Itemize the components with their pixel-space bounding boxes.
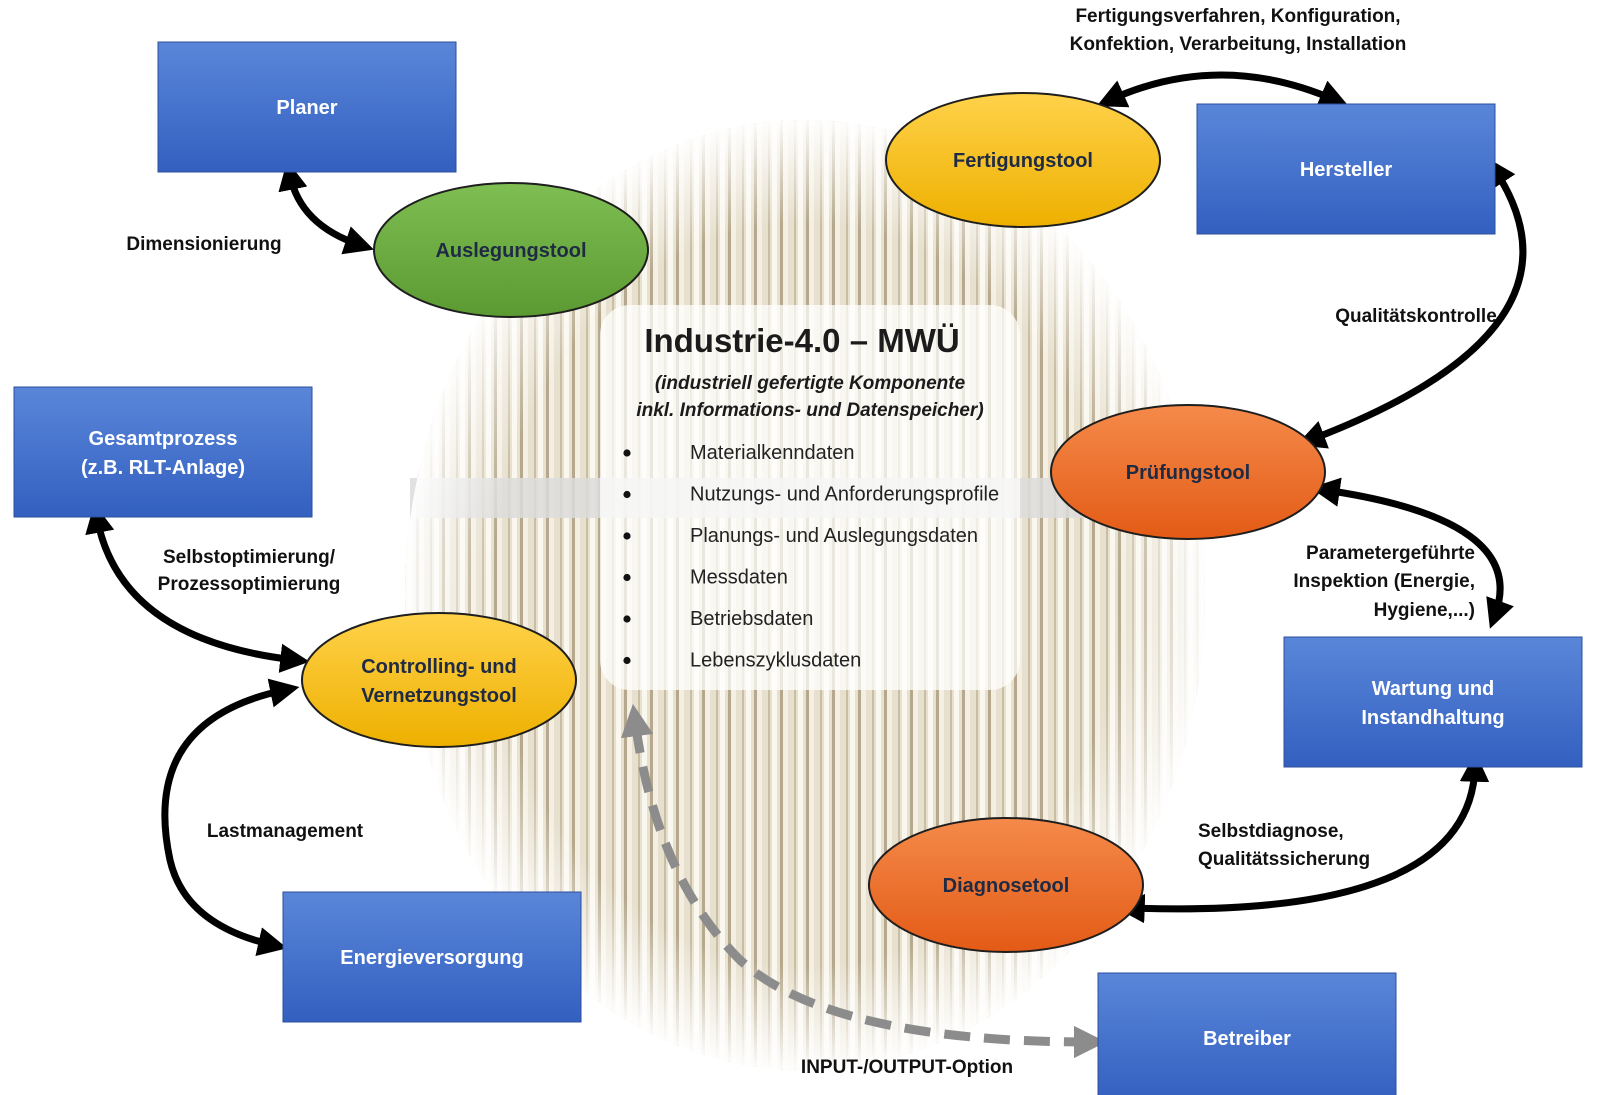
box-gesamtprozess[interactable]: Gesamtprozess (z.B. RLT-Anlage) bbox=[13, 386, 313, 518]
arrow-controlling-energieversorgung bbox=[161, 678, 300, 957]
label-lastmanagement: Lastmanagement bbox=[207, 821, 364, 842]
center-text-backdrop bbox=[600, 305, 1020, 690]
center-title: Industrie-4.0 – MWÜ bbox=[644, 322, 959, 359]
label-parameter-line2: Inspektion (Energie, bbox=[1293, 571, 1475, 592]
label-fertigung-line2: Konfektion, Verarbeitung, Installation bbox=[1070, 34, 1407, 55]
arrow-betreiber-input-output bbox=[621, 703, 1107, 1059]
label-selbstdiagnose-line2: Qualitätssicherung bbox=[1198, 849, 1370, 870]
box-wartung-label-line1: Wartung und bbox=[1372, 678, 1495, 700]
tool-pruefungstool-label: Prüfungstool bbox=[1126, 462, 1250, 484]
center-subtitle-line1: (industriell gefertigte Komponente bbox=[655, 373, 966, 394]
list-bullet bbox=[623, 532, 631, 540]
tool-auslegungstool-label: Auslegungstool bbox=[435, 240, 586, 262]
box-energieversorgung-label: Energieversorgung bbox=[340, 947, 523, 969]
tool-fertigungstool-label: Fertigungstool bbox=[953, 150, 1093, 172]
box-betreiber[interactable]: Betreiber bbox=[1097, 972, 1397, 1095]
tool-diagnosetool-label: Diagnosetool bbox=[943, 875, 1070, 897]
label-parameter-line1: Parametergeführte bbox=[1306, 543, 1475, 564]
tool-diagnosetool[interactable]: Diagnosetool bbox=[868, 817, 1144, 953]
box-wartung-label-line2: Instandhaltung bbox=[1361, 707, 1504, 729]
list-item: Planungs- und Auslegungsdaten bbox=[690, 525, 978, 547]
tool-pruefungstool[interactable]: Prüfungstool bbox=[1050, 404, 1326, 540]
arrow-wartung-diagnosetool bbox=[1115, 752, 1490, 924]
list-item: Messdaten bbox=[690, 567, 788, 589]
list-item: Betriebsdaten bbox=[690, 608, 813, 630]
list-item: Lebenszyklusdaten bbox=[690, 650, 861, 672]
arrow-fertigungstool-hersteller bbox=[1096, 71, 1349, 108]
arrow-planer-auslegungstool bbox=[278, 160, 374, 255]
box-planer-label: Planer bbox=[276, 97, 337, 119]
label-selbstoptimierung-line1: Selbstoptimierung/ bbox=[163, 547, 336, 568]
box-betreiber-label: Betreiber bbox=[1203, 1028, 1291, 1050]
label-dimensionierung: Dimensionierung bbox=[126, 234, 281, 255]
list-bullet bbox=[623, 615, 631, 623]
connector-labels: Fertigungsverfahren, Konfiguration, Konf… bbox=[126, 6, 1496, 1078]
tool-controlling-label-line2: Vernetzungstool bbox=[361, 685, 517, 707]
list-bullet bbox=[623, 490, 631, 499]
box-wartung[interactable]: Wartung und Instandhaltung bbox=[1283, 636, 1583, 768]
tool-fertigungstool[interactable]: Fertigungstool bbox=[885, 92, 1161, 228]
label-selbstoptimierung-line2: Prozessoptimierung bbox=[158, 574, 341, 595]
label-qualitaetskontrolle: Qualitätskontrolle bbox=[1335, 306, 1497, 327]
box-hersteller-label: Hersteller bbox=[1300, 159, 1392, 181]
tool-auslegungstool[interactable]: Auslegungstool bbox=[373, 182, 649, 318]
box-gesamtprozess-label-line1: Gesamtprozess bbox=[89, 428, 238, 450]
arrow-gesamtprozess-controlling bbox=[85, 503, 310, 673]
label-selbstdiagnose-line1: Selbstdiagnose, bbox=[1198, 821, 1344, 842]
list-bullet bbox=[623, 656, 631, 665]
box-gesamtprozess-label-line2: (z.B. RLT-Anlage) bbox=[81, 457, 245, 479]
tool-controlling-label-line1: Controlling- und bbox=[361, 656, 517, 678]
box-energieversorgung[interactable]: Energieversorgung bbox=[282, 891, 582, 1023]
list-item: Nutzungs- und Anforderungsprofile bbox=[690, 484, 999, 506]
list-item: Materialkenndaten bbox=[690, 442, 855, 464]
box-planer[interactable]: Planer bbox=[157, 41, 457, 173]
label-parameter-line3: Hygiene,...) bbox=[1374, 600, 1475, 621]
connector-arrows bbox=[85, 71, 1527, 957]
arrow-pruefungstool-wartung bbox=[1310, 477, 1514, 629]
center-info-block: Industrie-4.0 – MWÜ (industriell geferti… bbox=[623, 322, 999, 672]
center-subtitle-line2: inkl. Informations- und Datenspeicher) bbox=[636, 400, 983, 421]
tool-controlling-vernetzungstool[interactable]: Controlling- und Vernetzungstool bbox=[301, 612, 577, 748]
list-bullet bbox=[623, 573, 631, 582]
list-bullet bbox=[623, 449, 631, 457]
label-input-output-option: INPUT-/OUTPUT-Option bbox=[801, 1057, 1013, 1078]
box-hersteller[interactable]: Hersteller bbox=[1196, 103, 1496, 235]
label-fertigung-line1: Fertigungsverfahren, Konfiguration, bbox=[1075, 6, 1400, 27]
arrow-hersteller-pruefungstool bbox=[1296, 157, 1527, 449]
